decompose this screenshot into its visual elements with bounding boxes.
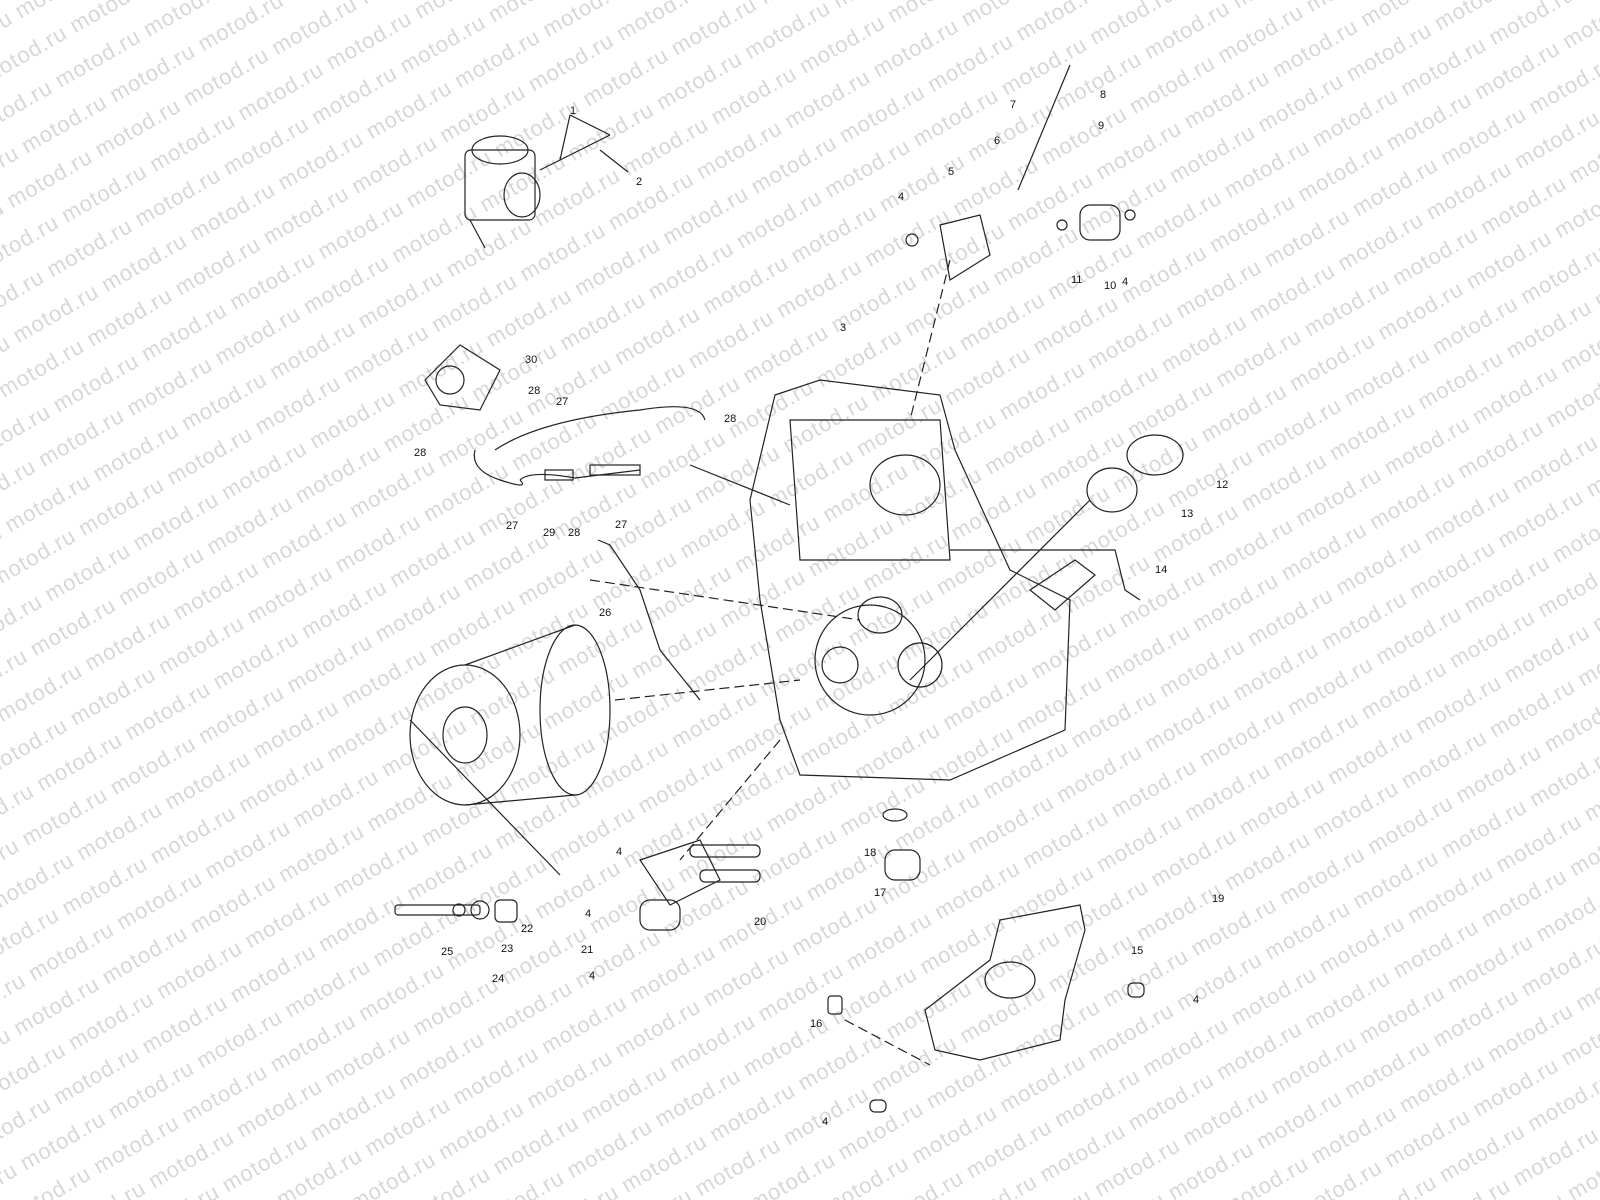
callout-label: 18 (864, 847, 877, 859)
callout-label: 23 (501, 943, 514, 955)
callout-label: 28 (568, 527, 581, 539)
callout-label: 10 (1104, 280, 1117, 292)
callout-label: 4 (616, 846, 623, 858)
callout-label: 27 (506, 520, 519, 532)
callout-label: 2 (636, 176, 643, 188)
callout-label: 29 (543, 527, 556, 539)
callout-label: 28 (724, 413, 737, 425)
callout-label: 27 (556, 396, 569, 408)
callout-label: 12 (1216, 479, 1229, 491)
callout-label: 15 (1131, 945, 1144, 957)
callout-label: 4 (589, 970, 596, 982)
callout-label: 24 (492, 973, 505, 985)
callout-label: 14 (1155, 564, 1168, 576)
callout-label: 19 (1212, 893, 1225, 905)
clutch-icon (409, 624, 611, 806)
callout-label: 9 (1098, 120, 1105, 132)
callout-label: 4 (585, 908, 592, 920)
engine-block-icon (749, 379, 1096, 781)
callout-label: 28 (528, 385, 541, 397)
callout-label: 22 (521, 923, 534, 935)
carburetor-icon (464, 134, 611, 249)
callout-label: 26 (599, 607, 612, 619)
callout-label: 4 (1193, 994, 1200, 1006)
callout-label: 11 (1071, 274, 1083, 286)
callout-label: 5 (948, 166, 955, 178)
callout-label: 6 (994, 135, 1001, 147)
callout-label: 7 (1010, 99, 1017, 111)
callout-label: 4 (1122, 276, 1129, 288)
callout-label: 25 (441, 946, 454, 958)
callout-label: 28 (414, 447, 427, 459)
callout-label: 16 (810, 1018, 823, 1030)
callout-label: 27 (615, 519, 628, 531)
callout-label: 4 (898, 191, 905, 203)
callout-label: 30 (525, 354, 538, 366)
callout-label: 4 (822, 1116, 829, 1128)
callout-label: 17 (874, 887, 887, 899)
callout-label: 13 (1181, 508, 1194, 520)
fuel-pump-icon (424, 344, 501, 411)
callout-label: 8 (1100, 89, 1107, 101)
callout-label: 3 (840, 322, 847, 334)
skid-plate-icon (924, 904, 1086, 1061)
callout-label: 21 (581, 944, 594, 956)
callout-label: 1 (570, 105, 577, 117)
callout-label: 20 (754, 916, 767, 928)
